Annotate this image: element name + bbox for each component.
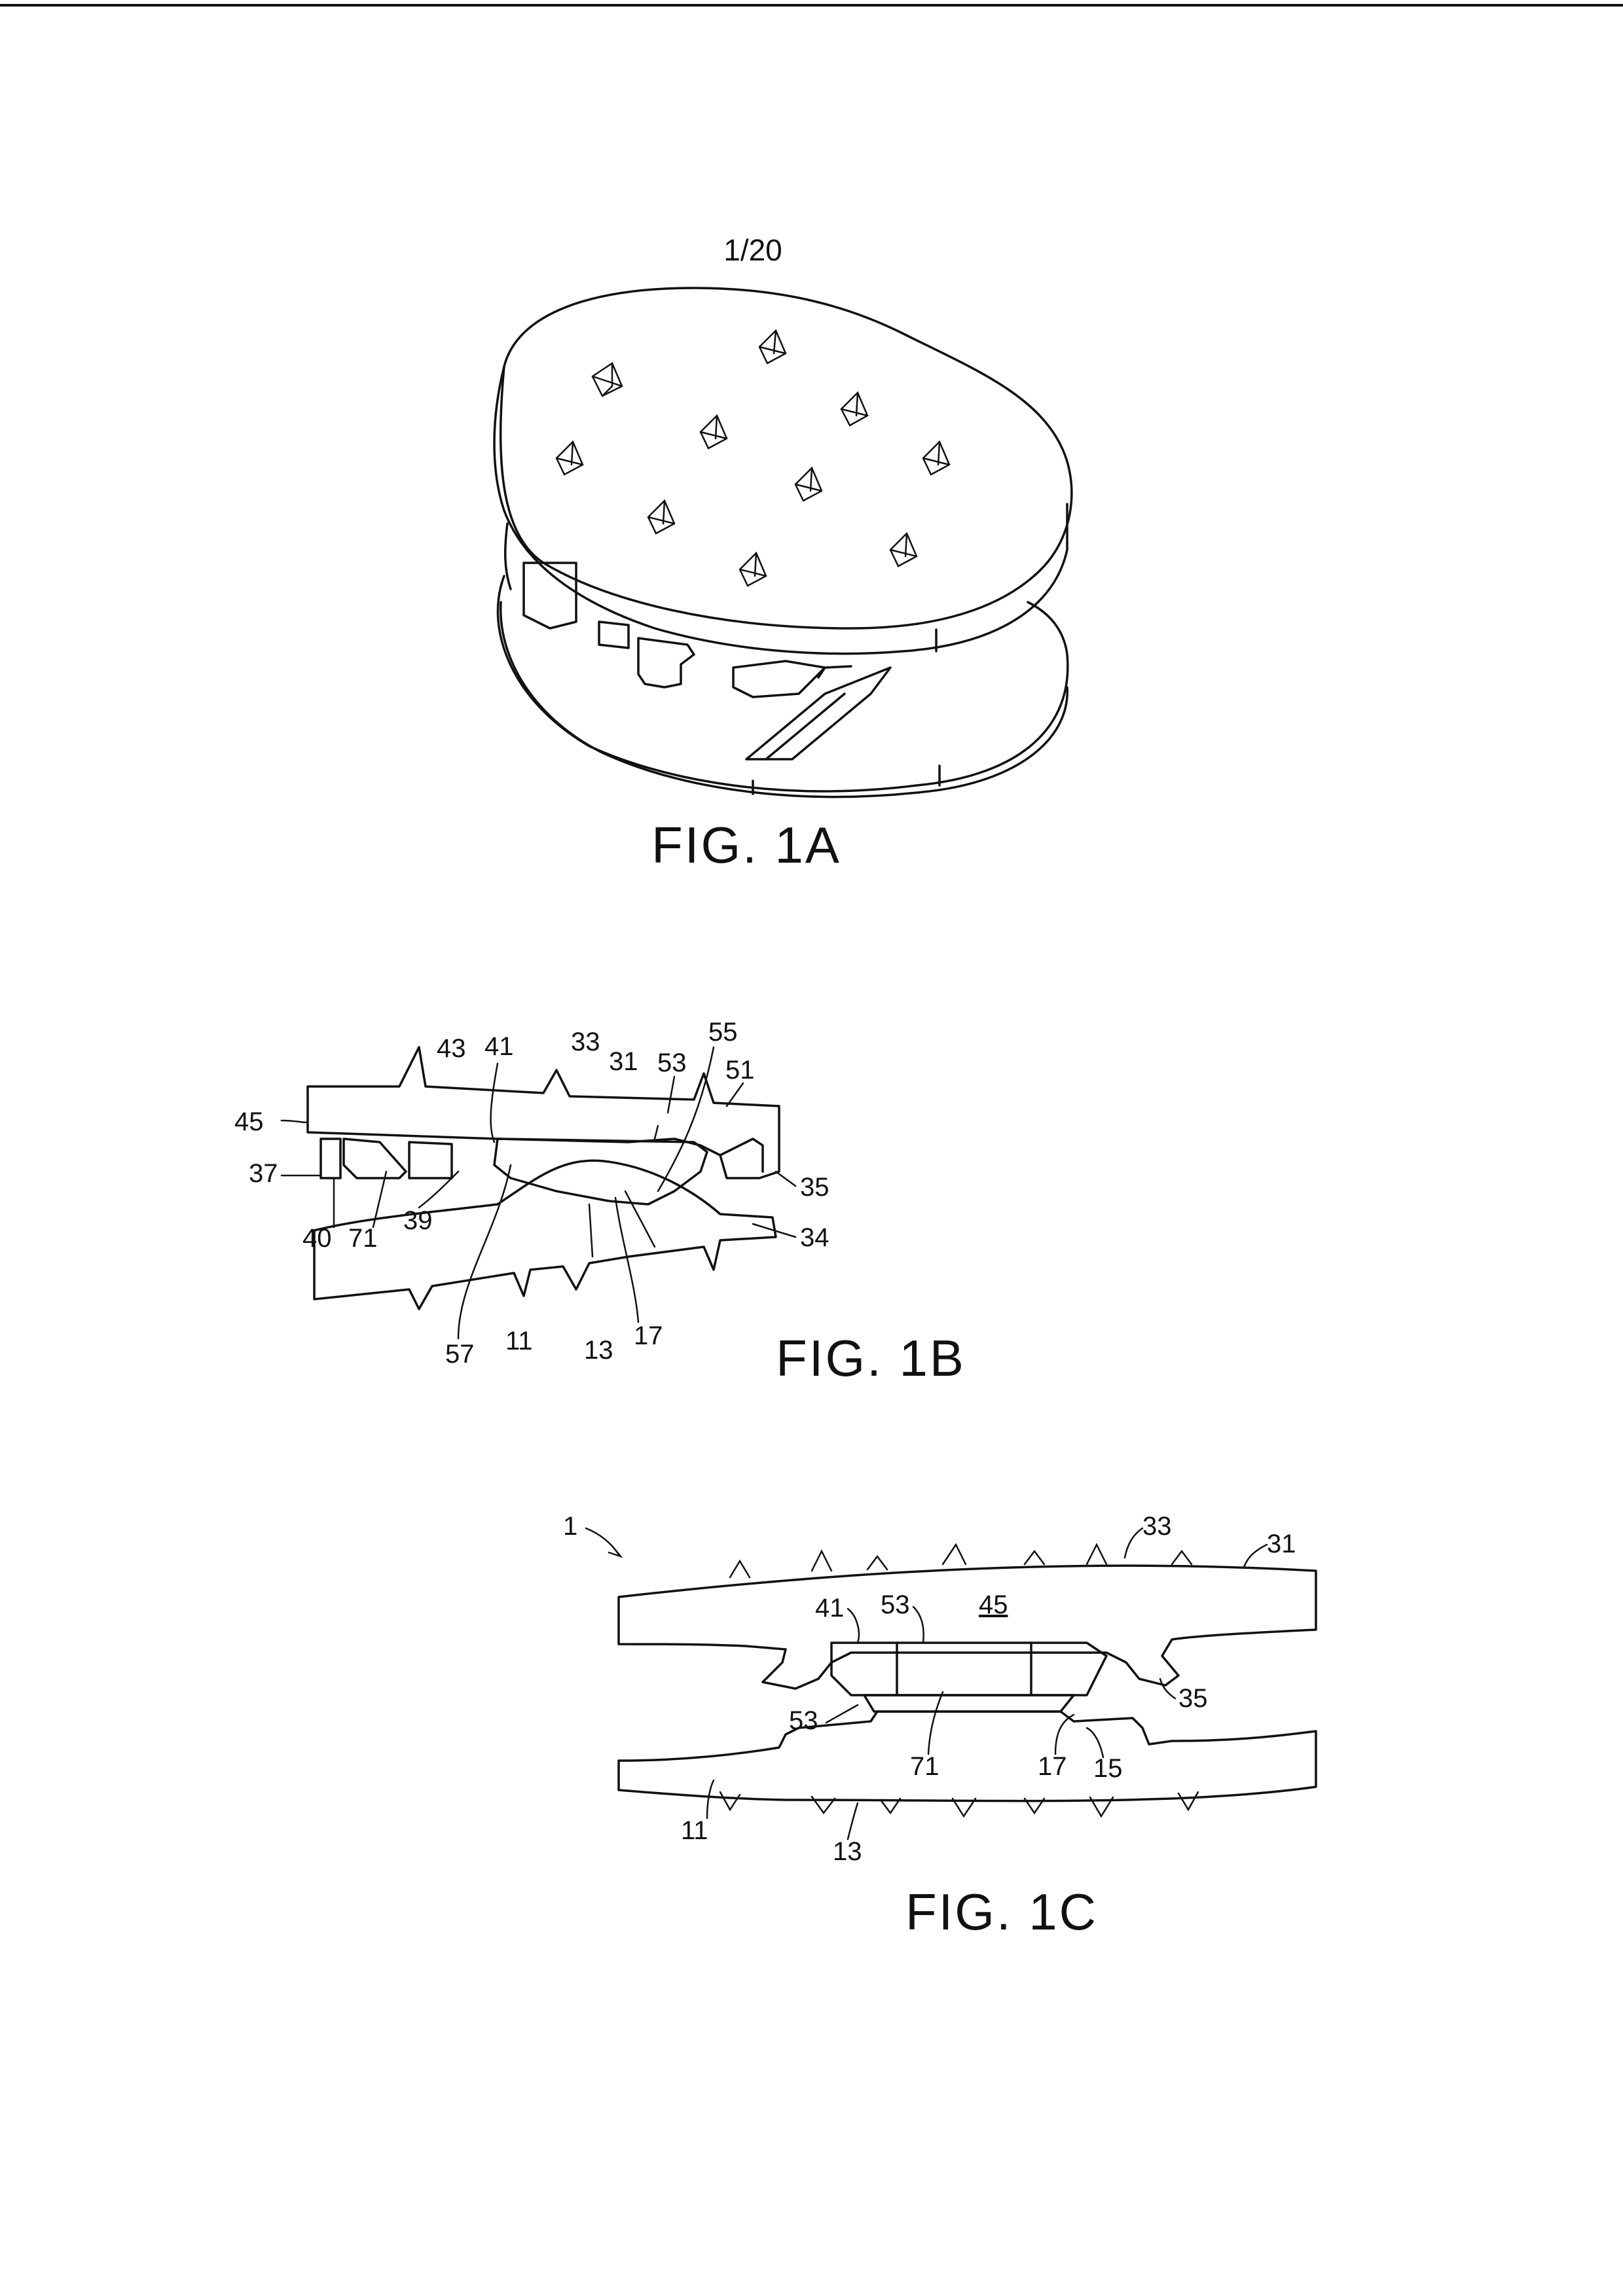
fig-1b-label-31: 31 <box>609 1047 638 1076</box>
fig-1c-label-71: 71 <box>910 1752 939 1781</box>
fig-1c-label-15: 15 <box>1093 1754 1123 1783</box>
fig-1c-label-17: 17 <box>1038 1752 1067 1781</box>
fig-1b-upper-plate <box>308 1047 779 1178</box>
fig-1c-label-33: 33 <box>1142 1512 1172 1541</box>
fig-1b-labels: 43 41 33 31 53 55 51 45 37 40 71 39 35 3… <box>234 1018 830 1369</box>
fig-1b-core <box>494 1139 707 1204</box>
fig-1c-lower-teeth <box>720 1792 1198 1816</box>
fig-1b-label-34: 34 <box>800 1223 830 1252</box>
page-number: 1/20 <box>723 233 782 267</box>
fig-1c-caption: FIG. 1C <box>905 1883 1098 1941</box>
fig-1b-label-13: 13 <box>584 1336 613 1365</box>
fig-1b-drawing <box>308 1047 779 1309</box>
fig-1a-drawing <box>494 288 1072 797</box>
fig-1b-label-41: 41 <box>484 1032 514 1061</box>
fig-1c-label-53b: 53 <box>789 1706 818 1735</box>
fig-1b-label-53: 53 <box>657 1049 687 1077</box>
fig-1c-drawing <box>619 1545 1316 1816</box>
fig-1b-label-37: 37 <box>249 1159 278 1188</box>
fig-1b-label-35: 35 <box>800 1173 830 1202</box>
fig-1a-clip <box>638 638 694 687</box>
fig-1b-label-39: 39 <box>403 1206 433 1235</box>
fig-1c-label-13: 13 <box>833 1837 862 1866</box>
fig-1b-caption: FIG. 1B <box>776 1329 966 1387</box>
fig-1b-label-33: 33 <box>571 1028 600 1056</box>
fig-1c-upper-plate <box>619 1566 1316 1689</box>
fig-1c-upper-teeth <box>730 1545 1192 1577</box>
fig-1b-label-17: 17 <box>634 1321 663 1350</box>
fig-1a-caption: FIG. 1A <box>651 816 841 874</box>
fig-1c-label-11: 11 <box>681 1816 708 1845</box>
fig-1b-label-11: 11 <box>505 1327 533 1355</box>
fig-1a-teeth <box>556 331 949 586</box>
fig-1c-label-35: 35 <box>1178 1684 1208 1713</box>
fig-1c-label-53: 53 <box>881 1590 910 1619</box>
fig-1b-label-43: 43 <box>437 1034 466 1063</box>
fig-1b-label-51: 51 <box>725 1056 755 1085</box>
fig-1b-label-45: 45 <box>234 1107 264 1136</box>
fig-1c-lower-plate <box>619 1712 1316 1801</box>
fig-1c-label-1: 1 <box>563 1512 577 1541</box>
fig-1c-label-45: 45 <box>979 1590 1008 1619</box>
fig-1b-label-71: 71 <box>348 1224 378 1253</box>
fig-1b-label-40: 40 <box>302 1224 332 1253</box>
fig-1c-label-41: 41 <box>815 1594 845 1623</box>
fig-1a-top-plate <box>501 288 1072 628</box>
fig-1c-leader-lines <box>586 1528 1267 1839</box>
fig-1c-label-31: 31 <box>1267 1530 1296 1558</box>
fig-1b-label-55: 55 <box>708 1018 738 1047</box>
fig-1c-labels: 1 33 31 41 53 45 35 53 71 17 15 11 13 <box>563 1512 1296 1866</box>
fig-1b-label-57: 57 <box>445 1340 475 1369</box>
